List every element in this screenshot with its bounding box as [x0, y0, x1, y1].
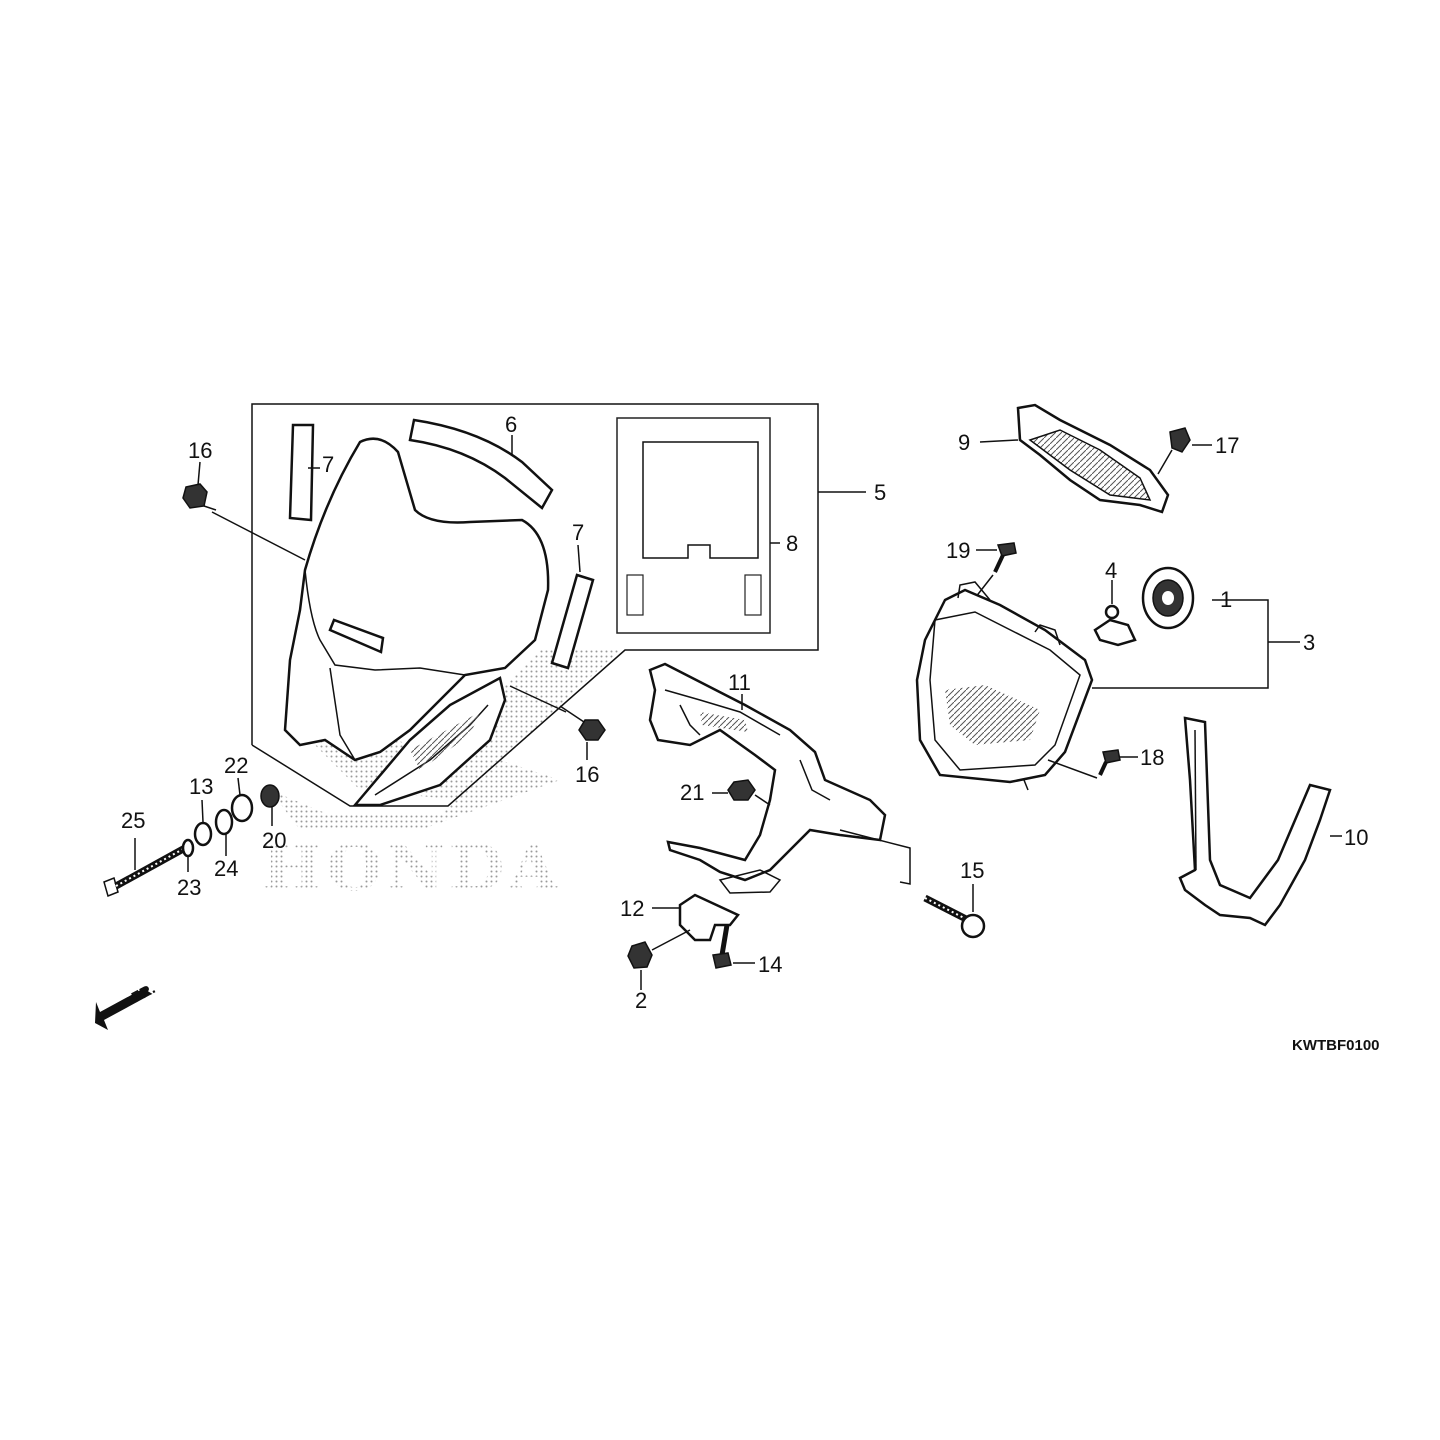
drawing-code: KWTBF0100 [1292, 1037, 1380, 1054]
callout-18: 18 [1140, 745, 1164, 770]
headlight-unit [915, 581, 1300, 791]
callout-16-right: 16 [575, 762, 599, 787]
nut-20 [260, 784, 280, 808]
callout-3: 3 [1303, 630, 1315, 655]
callout-13: 13 [189, 774, 213, 799]
callout-10: 10 [1344, 825, 1368, 850]
front-cowl [283, 437, 550, 807]
caution-label [616, 417, 780, 634]
callout-16-left: 16 [188, 438, 212, 463]
leader-lines [187, 461, 642, 990]
clip-17 [1157, 427, 1212, 475]
callout-1: 1 [1220, 587, 1232, 612]
callout-4: 4 [1105, 558, 1117, 583]
screw-18 [1047, 749, 1138, 779]
bolt-25 [103, 838, 187, 898]
callout-24: 24 [214, 856, 238, 881]
callouts: 1 2 3 4 5 6 7 7 8 9 10 11 12 13 14 15 16… [121, 412, 1368, 1013]
callout-7-right: 7 [572, 520, 584, 545]
washer-24 [214, 808, 234, 836]
mount-plate-12 [652, 893, 740, 942]
honda-watermark: HONDA [262, 650, 620, 906]
collar-22 [230, 793, 254, 823]
callout-5: 5 [874, 480, 886, 505]
inner-cover-9 [979, 403, 1170, 514]
callout-21: 21 [680, 780, 704, 805]
callout-7-left: 7 [322, 452, 334, 477]
callout-23: 23 [177, 875, 201, 900]
nut-2 [627, 929, 691, 969]
callout-15: 15 [960, 858, 984, 883]
bolt-15 [839, 829, 986, 939]
rubber-strip-right [550, 544, 595, 670]
callout-9: 9 [958, 430, 970, 455]
washer-23 [181, 838, 195, 858]
callout-12: 12 [620, 896, 644, 921]
front-arrow-icon: FR. [95, 980, 158, 1030]
bolt-14 [712, 924, 755, 969]
callout-11: 11 [728, 670, 751, 695]
callout-14: 14 [758, 952, 782, 977]
callout-8: 8 [786, 531, 798, 556]
headlight-bracket [648, 662, 887, 894]
callout-19: 19 [946, 538, 970, 563]
screw-19 [974, 542, 1017, 599]
bolt-16-left [182, 483, 306, 561]
nut-21 [712, 779, 771, 806]
callout-6: 6 [505, 412, 517, 437]
bulb-4 [1093, 580, 1137, 647]
bolt-16-right [509, 685, 606, 741]
socket-cover-1 [1141, 566, 1195, 630]
washer-13 [193, 821, 213, 847]
callout-25: 25 [121, 808, 145, 833]
upper-trim-strip [408, 418, 554, 510]
callout-2: 2 [635, 988, 647, 1013]
callout-22: 22 [224, 753, 248, 778]
rubber-strip-left [288, 423, 320, 522]
callout-20: 20 [262, 828, 286, 853]
lower-cover-10 [1178, 716, 1342, 927]
callout-17: 17 [1215, 433, 1239, 458]
watermark-text: HONDA [262, 831, 562, 906]
